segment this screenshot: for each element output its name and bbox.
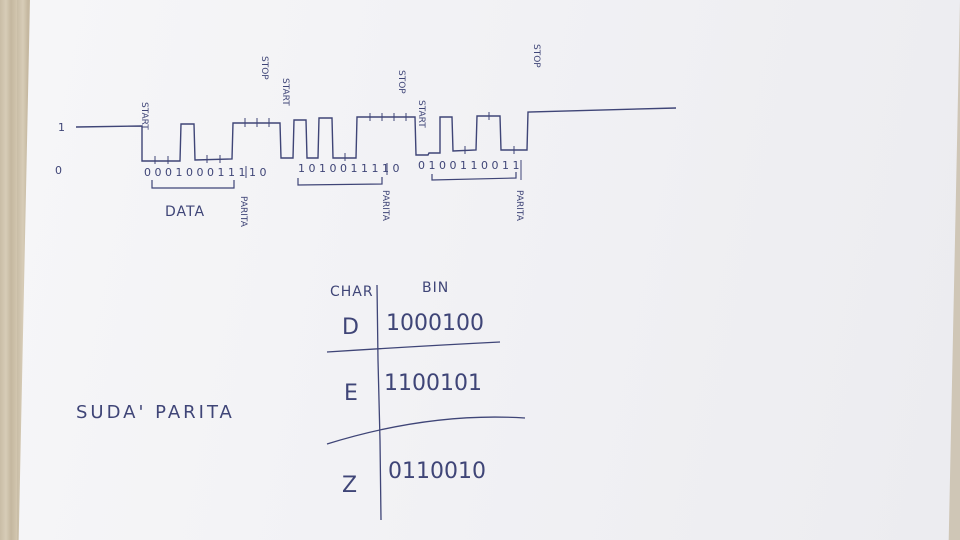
- data-label: DATA: [165, 204, 205, 220]
- bit-string-2: 1 0 1 0 0 1 1 1 1 0: [298, 162, 399, 175]
- table-char-e: E: [344, 381, 358, 406]
- bit-string-1: 0 0 0 1 0 0 0 1 1 1 1 0: [144, 166, 266, 179]
- data-bracket-2: [297, 177, 383, 186]
- start-label-3: START: [416, 100, 426, 128]
- parita-label-2: PARITA: [380, 190, 390, 222]
- table-row-divider-2: [326, 416, 526, 445]
- table-bin-d: 1000100: [386, 311, 484, 336]
- stop-label-1: STOP: [259, 56, 269, 80]
- level-high-label: 1: [58, 121, 65, 134]
- waveform-line: [75, 107, 677, 162]
- table-header-char: CHAR: [330, 284, 374, 300]
- table-vertical-line: [376, 284, 382, 521]
- start-label-2: START: [280, 78, 290, 106]
- bit-ticks: [154, 112, 515, 164]
- data-bracket-1: [151, 180, 235, 189]
- stop-label-2: STOP: [396, 70, 406, 94]
- table-bin-z: 0110010: [388, 459, 486, 484]
- table-row-divider-1: [326, 341, 501, 353]
- table-char-z: Z: [342, 473, 357, 498]
- table-header-bin: BIN: [422, 280, 449, 296]
- parita-label-3: PARITA: [514, 190, 524, 222]
- level-low-label: 0: [55, 164, 62, 177]
- parity-note: SUDA' PARITA: [76, 402, 235, 423]
- stop-label-3: STOP: [531, 44, 541, 68]
- data-bracket-3: [431, 172, 517, 181]
- table-bin-e: 1100101: [384, 371, 482, 396]
- table-char-d: D: [342, 315, 359, 340]
- start-label-1: START: [139, 102, 149, 130]
- parita-label-1: PARITA: [238, 196, 248, 228]
- bit-string-3: 0 1 0 0 1 1 0 0 1 1: [418, 159, 519, 172]
